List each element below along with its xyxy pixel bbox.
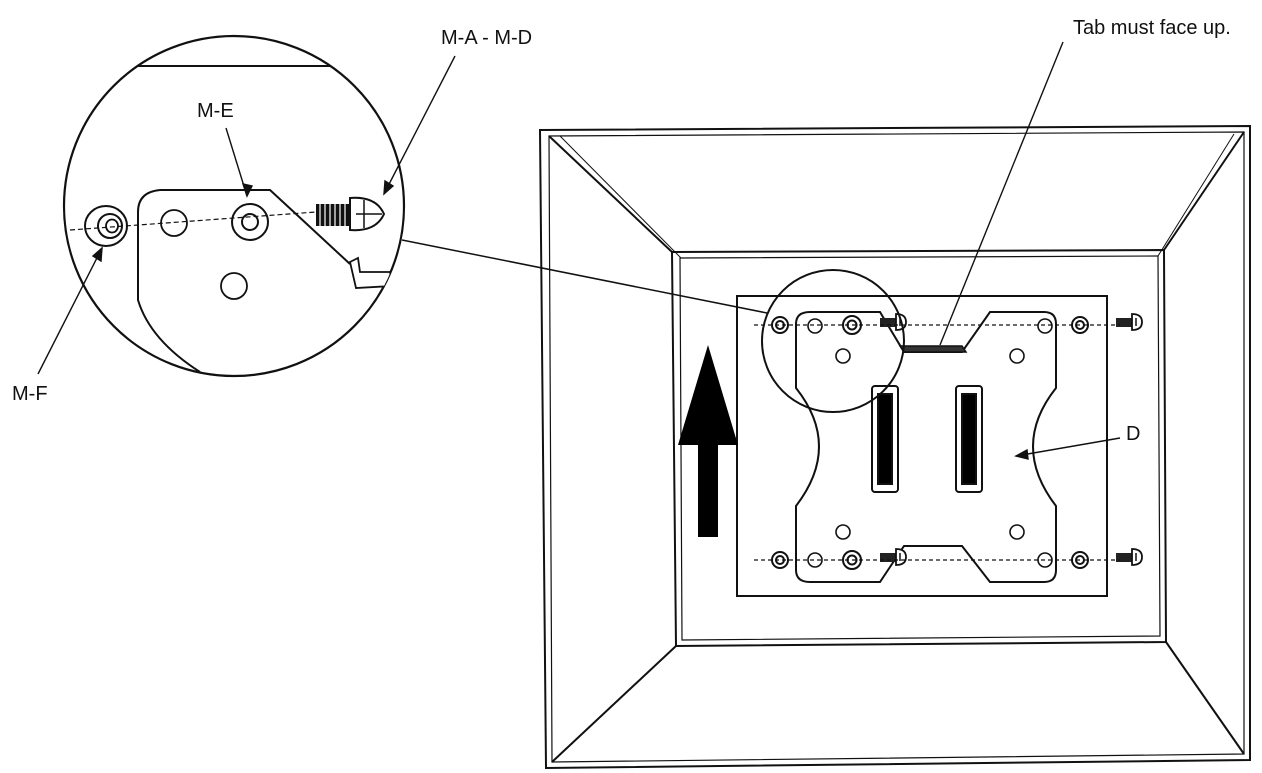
screw-callout: M-A - M-D xyxy=(441,27,533,49)
tab xyxy=(898,345,968,353)
detail-source-circle xyxy=(761,269,905,413)
tab-note-callout: Tab must face up. xyxy=(1073,17,1231,39)
up-arrow-icon xyxy=(678,345,738,537)
mount-plate xyxy=(795,311,1057,583)
monitor-frame xyxy=(538,124,1251,770)
detail-view xyxy=(62,34,406,378)
plate-holes xyxy=(807,318,1053,568)
washer-callout: M-E xyxy=(197,100,234,122)
detail-screw-icon xyxy=(316,196,386,232)
plate-slots xyxy=(871,385,983,493)
detail-connector xyxy=(401,239,768,314)
spacer-callout: M-F xyxy=(12,383,48,405)
leader-lines xyxy=(37,41,1121,460)
vesa-panel xyxy=(736,295,1108,597)
alignment-lines xyxy=(754,324,1120,561)
plate-callout: D xyxy=(1126,423,1141,445)
screw-icon xyxy=(880,313,1143,566)
